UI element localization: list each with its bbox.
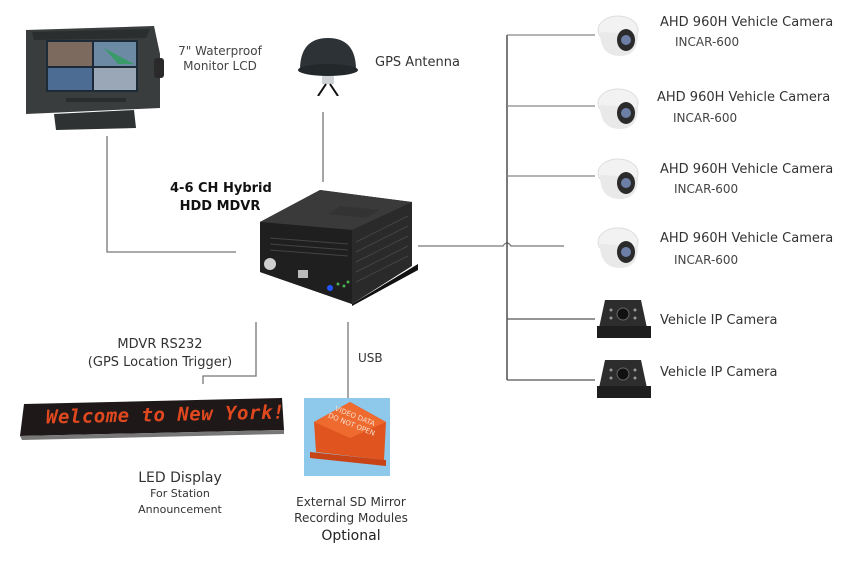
wire-mdvr-camera-bus: [418, 242, 564, 247]
ip-camera-icon: [595, 298, 653, 340]
led-display-label-line2: For Station: [150, 487, 210, 500]
camera-5-label: Vehicle IP Camera: [660, 313, 778, 328]
monitor-label: 7" Waterproof Monitor LCD: [172, 44, 268, 74]
mdvr-unit-icon: [240, 186, 420, 306]
monitor-label-line1: 7" Waterproof: [178, 44, 262, 58]
sd-mirror-module-icon: VIDEO DATA DO NOT OPEN: [304, 398, 390, 476]
gps-antenna-label: GPS Antenna: [375, 55, 460, 70]
camera-1-label: AHD 960H Vehicle Camera: [660, 15, 834, 30]
dome-camera-icon: [596, 224, 642, 270]
wire-rs232: [202, 322, 257, 384]
monitor-label-line2: Monitor LCD: [183, 59, 257, 73]
monitor-lcd-icon: [14, 24, 166, 132]
ip-camera-icon: [595, 358, 653, 400]
usb-label: USB: [358, 351, 383, 365]
gps-antenna-icon: [296, 32, 360, 97]
camera-4-model: INCAR-600: [674, 253, 739, 267]
led-display-label-line3: Announcement: [138, 503, 222, 516]
sd-module-label-line2: Recording Modules: [294, 511, 408, 525]
mdvr-label-line2: HDD MDVR: [179, 199, 261, 214]
led-display-label-line1: LED Display: [138, 470, 222, 486]
camera-3-label: AHD 960H Vehicle Camera: [660, 162, 834, 177]
led-display-label: LED Display For Station Announcement: [120, 470, 240, 518]
mdvr-label-line1: 4-6 CH Hybrid: [170, 181, 272, 196]
rs232-label-line1: MDVR RS232: [117, 337, 203, 352]
dome-camera-icon: [596, 12, 642, 58]
rs232-label: MDVR RS232 (GPS Location Trigger): [60, 336, 260, 372]
camera-2-model: INCAR-600: [673, 111, 738, 125]
dome-camera-icon: [596, 155, 642, 201]
sd-module-label-line3: Optional: [321, 528, 381, 544]
camera-4-label: AHD 960H Vehicle Camera: [660, 231, 834, 246]
camera-1-model: INCAR-600: [675, 35, 740, 49]
wire-monitor-mdvr: [106, 136, 236, 253]
mdvr-label: 4-6 CH Hybrid HDD MDVR: [170, 180, 272, 216]
camera-3-model: INCAR-600: [674, 182, 739, 196]
led-display-icon: Welcome to New York!: [18, 396, 286, 440]
rs232-label-line2: (GPS Location Trigger): [87, 355, 233, 370]
camera-6-label: Vehicle IP Camera: [660, 365, 778, 380]
sd-module-label: External SD Mirror Recording Modules Opt…: [286, 494, 416, 544]
dome-camera-icon: [596, 85, 642, 131]
camera-2-label: AHD 960H Vehicle Camera: [657, 90, 831, 105]
sd-module-label-line1: External SD Mirror: [296, 495, 406, 509]
